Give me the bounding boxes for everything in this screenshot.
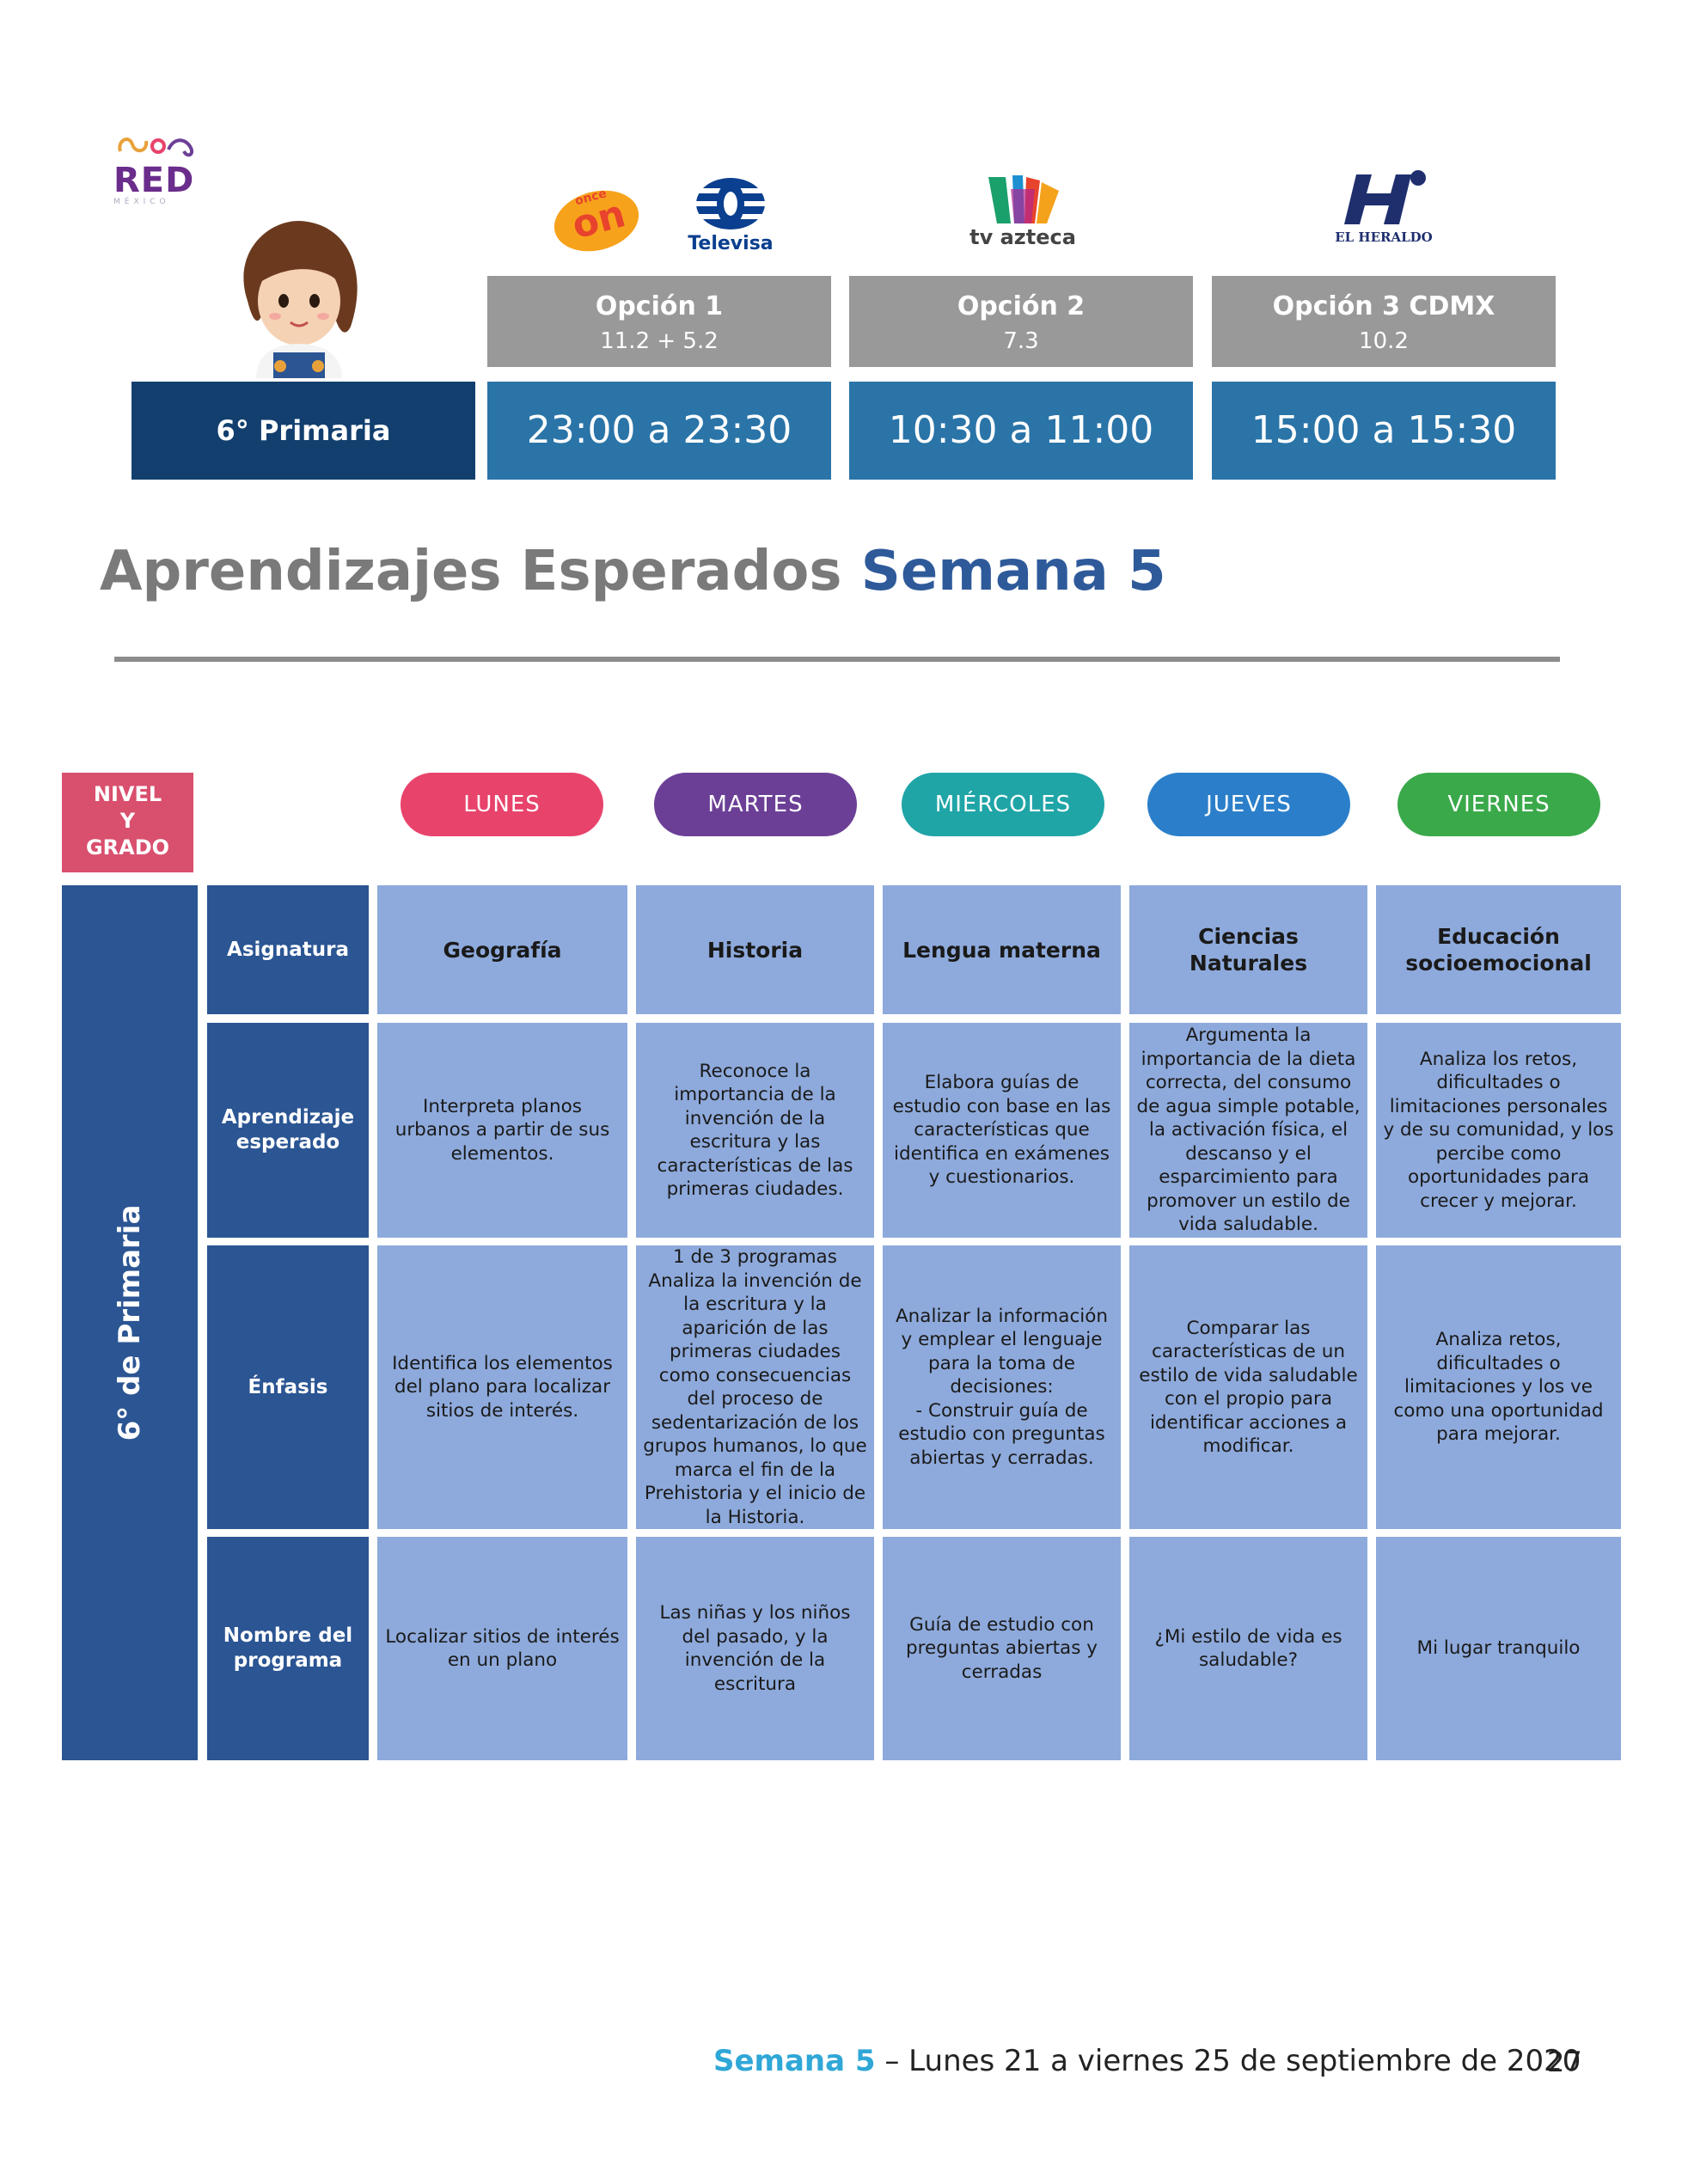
day-pill-miercoles: MIÉRCOLES <box>902 773 1104 836</box>
row-label-asignatura: Asignatura <box>207 885 369 1014</box>
day-pill-martes: MARTES <box>654 773 857 836</box>
aprendizaje-cell: Reconoce la importancia de la invención … <box>636 1023 874 1238</box>
red-logo-subtext: MÉXICO <box>113 198 170 206</box>
footer-week: Semana 5 <box>713 2044 876 2078</box>
programa-cell-text: Las niñas y los niños del pasado, y la i… <box>659 1602 851 1695</box>
red-logo-text: RED <box>113 161 195 200</box>
programa-cell: ¿Mi estilo de vida es saludable? <box>1129 1537 1367 1760</box>
enfasis-cell: 1 de 3 programas Analiza la invención de… <box>636 1245 874 1529</box>
day-pill-viernes: VIERNES <box>1397 773 1600 836</box>
enfasis-cell-text: 1 de 3 programas Analiza la invención de… <box>643 1246 867 1528</box>
asignatura-cell: Ciencias Naturales <box>1129 885 1367 1014</box>
enfasis-cell-text: Identifica los elementos del plano para … <box>392 1352 613 1422</box>
red-swirl-icon <box>118 138 193 157</box>
page-title: Aprendizajes Esperados Semana 5 <box>100 540 1166 603</box>
aprendizaje-cell: Analiza los retos, dificultades o limita… <box>1376 1023 1621 1238</box>
red-mexico-logo: RED MÉXICO <box>113 125 208 211</box>
programa-cell-text: ¿Mi estilo de vida es saludable? <box>1154 1625 1342 1672</box>
aprendizaje-cell: Elabora guías de estudio con base en las… <box>883 1023 1121 1238</box>
asignatura-cell: Geografía <box>377 885 627 1014</box>
programa-cell-text: Localizar sitios de interés en un plano <box>385 1625 620 1672</box>
aprendizaje-cell: Argumenta la importancia de la dieta cor… <box>1129 1023 1367 1238</box>
enfasis-cell: Identifica los elementos del plano para … <box>377 1245 627 1529</box>
enfasis-cell-text: Analizar la información y emplear el len… <box>895 1305 1109 1469</box>
nivel-line: GRADO <box>85 835 170 860</box>
option-3-time: 15:00 a 15:30 <box>1212 382 1556 480</box>
programa-cell-text: Mi lugar tranquilo <box>1416 1637 1581 1660</box>
heraldo-name: EL HERALDO <box>1335 229 1433 245</box>
option-title: Opción 1 <box>595 291 724 321</box>
title-part-1: Aprendizajes Esperados <box>100 540 861 603</box>
nivel-line: NIVEL <box>93 782 162 806</box>
title-part-2: Semana 5 <box>860 540 1166 603</box>
asignatura-cell-text: Lengua materna <box>902 937 1101 963</box>
option-2-time: 10:30 a 11:00 <box>849 382 1193 480</box>
row-label-aprendizaje: Aprendizaje esperado <box>207 1023 369 1238</box>
aprendizaje-cell-text: Reconoce la importancia de la invención … <box>657 1060 853 1201</box>
nivel-line: Y <box>119 809 136 833</box>
option-2-header: Opción 2 7.3 <box>849 276 1193 367</box>
option-title: Opción 2 <box>957 291 1086 321</box>
tvazteca-icon <box>988 175 1059 223</box>
aprendizaje-cell-text: Analiza los retos, dificultades o limita… <box>1383 1048 1614 1212</box>
girl-illustration <box>230 215 368 378</box>
televisa-icon <box>688 178 774 229</box>
enfasis-cell-text: Analiza retos, dificultades o limitacion… <box>1393 1329 1604 1446</box>
footer-range: – Lunes 21 a viernes 25 de septiembre de… <box>875 2044 1581 2078</box>
page-number: 27 <box>1547 2046 1582 2078</box>
asignatura-cell-text: Ciencias Naturales <box>1189 924 1308 976</box>
programa-cell: Mi lugar tranquilo <box>1376 1537 1621 1760</box>
asignatura-cell-text: Educación socioemocional <box>1405 924 1592 976</box>
asignatura-cell-text: Geografía <box>443 937 562 963</box>
el-heraldo-logo: EL HERALDO <box>1324 168 1444 254</box>
heraldo-h-icon <box>1344 170 1426 224</box>
grade-label: 6° Primaria <box>131 382 475 480</box>
programa-cell: Localizar sitios de interés en un plano <box>377 1537 627 1760</box>
once-logo-icon: on once <box>553 187 639 252</box>
asignatura-cell-text: Historia <box>706 937 804 963</box>
programa-cell: Guía de estudio con preguntas abiertas y… <box>883 1537 1121 1760</box>
asignatura-cell: Lengua materna <box>883 885 1121 1014</box>
programa-cell: Las niñas y los niños del pasado, y la i… <box>636 1537 874 1760</box>
asignatura-cell: Educación socioemocional <box>1376 885 1621 1014</box>
enfasis-cell: Analiza retos, dificultades o limitacion… <box>1376 1245 1621 1529</box>
nivel-grado-label: NIVEL Y GRADO <box>62 773 193 872</box>
enfasis-cell: Analizar la información y emplear el len… <box>883 1245 1121 1529</box>
aprendizaje-cell-text: Elabora guías de estudio con base en las… <box>892 1072 1111 1189</box>
tvazteca-logo: tv azteca <box>963 172 1083 258</box>
option-1-time: 23:00 a 23:30 <box>487 382 831 480</box>
day-pill-jueves: JUEVES <box>1147 773 1350 836</box>
option-channel: 7.3 <box>1003 328 1039 354</box>
once-ninas-ninos-logo: on once <box>547 176 648 262</box>
programa-cell-text: Guía de estudio con preguntas abiertas y… <box>905 1613 1098 1683</box>
grade-sidebar-text: 6° de Primaria <box>113 1204 147 1441</box>
option-3-header: Opción 3 CDMX 10.2 <box>1212 276 1556 367</box>
footer-text: Semana 5 – Lunes 21 a viernes 25 de sept… <box>713 2044 1581 2078</box>
row-label-enfasis: Énfasis <box>207 1245 369 1529</box>
row-label-programa: Nombre del programa <box>207 1537 369 1760</box>
televisa-logo: Televisa <box>679 176 782 262</box>
aprendizaje-cell-text: Interpreta planos urbanos a partir de su… <box>394 1095 610 1165</box>
title-divider <box>114 657 1560 662</box>
asignatura-cell: Historia <box>636 885 874 1014</box>
enfasis-cell-text: Comparar las características de un estil… <box>1139 1317 1358 1458</box>
option-title: Opción 3 CDMX <box>1272 291 1495 321</box>
option-channel: 10.2 <box>1359 328 1409 354</box>
option-1-header: Opción 1 11.2 + 5.2 <box>487 276 831 367</box>
aprendizaje-cell: Interpreta planos urbanos a partir de su… <box>377 1023 627 1238</box>
televisa-name: Televisa <box>688 233 774 254</box>
grade-sidebar: 6° de Primaria <box>62 885 198 1760</box>
option-channel: 11.2 + 5.2 <box>600 328 719 354</box>
enfasis-cell: Comparar las características de un estil… <box>1129 1245 1367 1529</box>
tvazteca-name: tv azteca <box>969 225 1076 249</box>
day-pill-lunes: LUNES <box>401 773 603 836</box>
aprendizaje-cell-text: Argumenta la importancia de la dieta cor… <box>1136 1025 1361 1236</box>
